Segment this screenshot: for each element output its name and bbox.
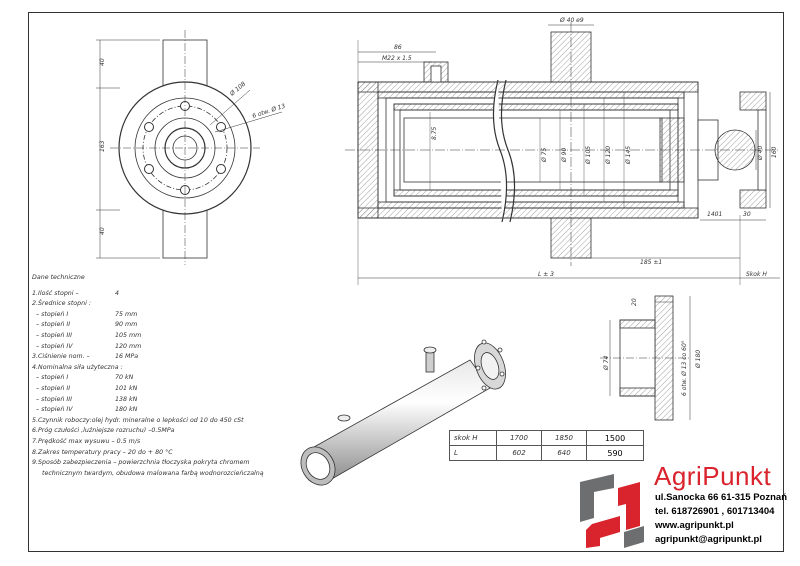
dim-d105: Ø 105 — [585, 146, 592, 165]
dim-skok-h: Skok H — [746, 271, 767, 278]
spec-line: – stopień I 70 kN — [32, 373, 282, 384]
spec-lines: 1.Ilość stopni – 4 2.Średnice stopni : – st… — [32, 289, 282, 480]
spec-line-text: 1.Ilość stopni – — [32, 289, 79, 297]
dim-30: 30 — [743, 211, 751, 218]
spec-line: – stopień III 138 kN — [32, 395, 282, 406]
dim-d180: Ø 180 — [695, 350, 702, 369]
spec-line-text: 8.Zakres temperatury pracy – 20 do + 80 … — [32, 448, 173, 456]
spec-line-text: – stopień I — [36, 310, 69, 318]
spec-line: – stopień IV 120 mm — [32, 342, 282, 353]
dim-d90: Ø 90 — [561, 148, 568, 163]
spec-title: Dane techniczne — [32, 274, 85, 281]
spec-line: 2.Średnice stopni : — [32, 299, 282, 310]
spec-line-value: 138 kN — [115, 395, 138, 403]
spec-line-text: – stopień IV — [36, 406, 73, 414]
spec-line-text: – stopień I — [36, 374, 69, 382]
stroke-table: skok H 1700 1850 1500 L 602 640 590 — [449, 430, 644, 461]
spec-line-text: – stopień III — [36, 331, 72, 339]
company-contact: ul.Sanocka 66 61-315 Poznań tel. 6187269… — [655, 491, 787, 547]
spec-line: 1.Ilość stopni – 4 — [32, 289, 282, 300]
dim-L: L ± 3 — [538, 271, 554, 278]
spec-line: – stopień III 105 mm — [32, 331, 282, 342]
company-phone: tel. 618726901 , 601713404 — [655, 506, 775, 517]
dim-d75: Ø 75 — [541, 148, 548, 163]
spec-line: technicznym twardym, obudowa malowana fa… — [32, 469, 282, 480]
spec-line: 9.Sposób zabezpieczenia – powierzchnia t… — [32, 458, 282, 469]
dim-d145: Ø 145 — [625, 146, 632, 165]
dim-thread: M22 x 1.5 — [382, 55, 412, 62]
isometric-cylinder — [300, 339, 506, 486]
section-view — [345, 22, 780, 285]
dim-holes: 6 otw. Ø 13 — [251, 103, 286, 120]
end-view — [96, 30, 283, 265]
table-row: L 602 640 590 — [449, 445, 644, 461]
company-website-link[interactable]: www.agripunkt.pl — [655, 520, 734, 531]
dim-d108: Ø 108 — [228, 80, 247, 98]
spec-line: 5.Czynnik roboczy:olej hydr. mineralne o… — [32, 416, 282, 427]
spec-line: 7.Prędkość max wysuwu – 0.5 m/s — [32, 437, 282, 448]
dim-bottom-40: 40 — [99, 227, 106, 235]
table-cell: 1700 — [496, 430, 542, 446]
dim-20: 20 — [631, 298, 638, 306]
spec-line: 6.Próg czułości ,luźniejsze rozruchu) –0… — [32, 426, 282, 437]
spec-line-text: 5.Czynnik roboczy:olej hydr. mineralne o… — [32, 416, 244, 424]
spec-line-value: 4 — [115, 289, 120, 297]
spec-line: – stopień IV 180 kN — [32, 405, 282, 416]
table-cell: 1850 — [541, 430, 587, 446]
spec-line: 3.Ciśnienie nom. – 16 MPa — [32, 352, 282, 363]
dim-bolt: 6 otw. Ø 13 co 60° — [681, 340, 688, 396]
spec-line: – stopień I 75 mm — [32, 310, 282, 321]
table-cell: L — [449, 445, 497, 461]
table-cell: 640 — [541, 445, 587, 461]
dim-875: 8.75 — [431, 126, 438, 140]
dim-86: 86 — [394, 44, 402, 51]
spec-line-text: – stopień III — [36, 395, 72, 403]
table-cell: 590 — [586, 445, 644, 461]
table-cell: skok H — [449, 430, 497, 446]
dim-trunnion: Ø 40 e9 — [559, 17, 584, 24]
spec-line-value: 90 mm — [115, 321, 138, 329]
spec-line-text: 6.Próg czułości ,luźniejsze rozruchu) –0… — [32, 427, 175, 435]
dim-160: 160 — [771, 146, 778, 158]
company-name: AgriPunkt — [654, 461, 772, 491]
agripunkt-logo-icon — [580, 474, 644, 548]
spec-line: – stopień II 101 kN — [32, 384, 282, 395]
spec-line-text: 3.Ciśnienie nom. – — [32, 353, 90, 361]
table-cell: 1500 — [586, 430, 644, 446]
dim-d120: Ø 120 — [605, 146, 612, 165]
spec-line-text: 9.Sposób zabezpieczenia – powierzchnia t… — [32, 459, 250, 467]
spec-line-text: 7.Prędkość max wysuwu – 0.5 m/s — [32, 437, 141, 445]
spec-line-value: 120 mm — [115, 342, 142, 350]
spec-line-text: – stopień IV — [36, 342, 73, 350]
technical-specs: Dane techniczne 1.Ilość stopni – 4 2.Średn… — [32, 273, 282, 479]
dim-d74: Ø 74 — [603, 356, 610, 371]
table-row: skok H 1700 1850 1500 — [449, 430, 644, 446]
spec-line-text: – stopień II — [36, 384, 71, 392]
spec-line-value: 101 kN — [115, 384, 138, 392]
flange-section — [600, 295, 691, 421]
spec-line-text: 2.Średnice stopni : — [32, 300, 92, 308]
dim-1401: 1401 — [707, 211, 722, 218]
spec-line: 8.Zakres temperatury pracy – 20 do + 80 … — [32, 448, 282, 459]
company-address: ul.Sanocka 66 61-315 Poznań — [655, 492, 788, 503]
dim-d40: Ø 40 — [757, 146, 764, 161]
spec-line-value: 180 kN — [115, 406, 138, 414]
spec-line-value: 70 kN — [115, 374, 134, 382]
spec-line-text: – stopień II — [36, 321, 71, 329]
drawing-frame — [28, 12, 784, 552]
spec-line-value: 75 mm — [115, 310, 138, 318]
dim-185: 185 ±1 — [640, 259, 662, 266]
spec-line-text: 4.Nominalna siła użyteczna : — [32, 363, 123, 371]
spec-line-value: 16 MPa — [115, 353, 139, 361]
company-email-link[interactable]: agripunkt@agripunkt.pl — [655, 534, 762, 545]
spec-line-text: technicznym twardym, obudowa malowana fa… — [42, 469, 264, 477]
spec-line: – stopień II 90 mm — [32, 320, 282, 331]
dim-height-163: 163 — [99, 140, 106, 152]
dim-top-40: 40 — [99, 58, 106, 66]
table-cell: 602 — [496, 445, 542, 461]
spec-line-value: 105 mm — [115, 331, 142, 339]
spec-line: 4.Nominalna siła użyteczna : — [32, 363, 282, 374]
